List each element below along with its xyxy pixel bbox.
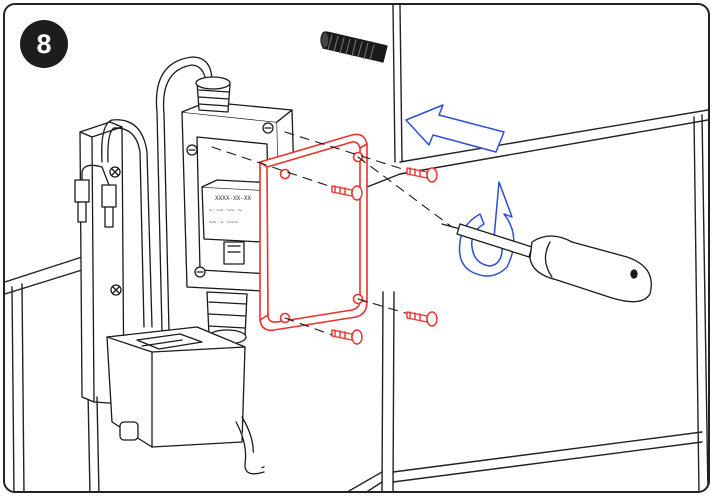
cover-screws bbox=[331, 167, 438, 345]
screw-bottom-left bbox=[331, 329, 363, 345]
assembly-illustration: XXXX-XX-XX ~ ~~ ~~ ~ ~~ ~ ~~~ bbox=[5, 5, 708, 491]
screw-bottom-right bbox=[406, 311, 438, 327]
wall-tiles bbox=[5, 5, 708, 491]
device-label-line2: ~ ~~ ~~ ~ bbox=[209, 207, 242, 214]
step-number-badge: 8 bbox=[20, 20, 68, 68]
screw-top-right bbox=[406, 167, 438, 183]
cable bbox=[74, 56, 213, 333]
cable-gland-top bbox=[195, 76, 231, 113]
push-left-arrow bbox=[405, 104, 505, 153]
illustration-frame: 8 bbox=[3, 3, 710, 493]
transformer-block bbox=[106, 326, 265, 475]
device-label-line3: ~~ ~ ~~~ bbox=[209, 219, 238, 226]
junction-box-cover bbox=[259, 133, 368, 332]
screwdriver bbox=[441, 223, 652, 303]
screw-middle bbox=[331, 185, 363, 201]
device-label-line1: XXXX-XX-XX bbox=[215, 195, 252, 202]
threaded-rod bbox=[320, 31, 388, 63]
alignment-guides bbox=[211, 131, 453, 336]
screw-rotation-arrow bbox=[458, 181, 515, 277]
